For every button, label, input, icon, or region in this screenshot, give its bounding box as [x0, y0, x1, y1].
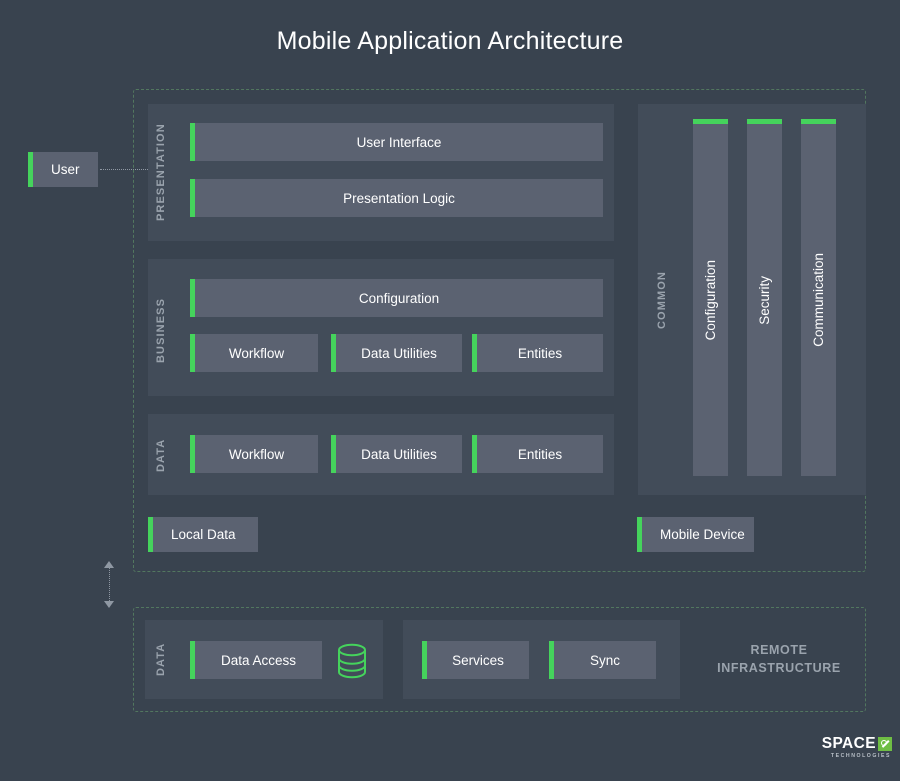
- box-services[interactable]: Services: [422, 641, 529, 679]
- box-mobile-device[interactable]: Mobile Device: [637, 517, 754, 552]
- zone-connector-arrow-up: [104, 561, 114, 568]
- box-data-data-utilities-label: Data Utilities: [361, 446, 437, 462]
- box-mobile-device-label: Mobile Device: [660, 527, 745, 542]
- box-data-data-utilities[interactable]: Data Utilities: [331, 435, 462, 473]
- box-user-interface-label: User Interface: [356, 134, 442, 150]
- box-data-access-label: Data Access: [220, 652, 297, 668]
- box-data-entities[interactable]: Entities: [472, 435, 603, 473]
- layer-caption-remote-data: DATA: [155, 642, 167, 676]
- zone-connector-arrow-down: [104, 601, 114, 608]
- box-data-workflow[interactable]: Workflow: [190, 435, 318, 473]
- box-business-data-utilities[interactable]: Data Utilities: [331, 334, 462, 372]
- remote-infrastructure-zone: [133, 607, 866, 712]
- box-user-interface[interactable]: User Interface: [190, 123, 603, 161]
- box-data-workflow-label: Workflow: [228, 446, 285, 462]
- box-presentation-logic[interactable]: Presentation Logic: [190, 179, 603, 217]
- box-data-access[interactable]: Data Access: [190, 641, 322, 679]
- box-business-configuration[interactable]: Configuration: [190, 279, 603, 317]
- actor-user-box[interactable]: User: [28, 152, 98, 187]
- common-column-security-label: Security: [757, 275, 772, 325]
- box-business-configuration-label: Configuration: [358, 290, 440, 306]
- box-services-label: Services: [452, 652, 504, 668]
- common-column-configuration[interactable]: Configuration: [693, 119, 728, 476]
- box-sync-label: Sync: [589, 652, 620, 668]
- box-business-workflow[interactable]: Workflow: [190, 334, 318, 372]
- remote-label-line1: REMOTE: [750, 643, 808, 657]
- database-icon: [338, 643, 366, 679]
- brand-logo: SPACE TECHNOLOGIES: [806, 736, 892, 759]
- layer-caption-business: BUSINESS: [155, 297, 167, 363]
- layer-caption-presentation: PRESENTATION: [155, 123, 167, 222]
- box-business-data-utilities-label: Data Utilities: [361, 345, 437, 361]
- zone-connector-line: [109, 568, 110, 601]
- actor-user-label: User: [51, 162, 80, 177]
- box-local-data[interactable]: Local Data: [148, 517, 258, 552]
- common-column-communication-label: Communication: [811, 253, 826, 347]
- common-column-security[interactable]: Security: [747, 119, 782, 476]
- remote-label-line2: INFRASTRUCTURE: [717, 661, 841, 675]
- box-local-data-label: Local Data: [171, 527, 236, 542]
- box-presentation-logic-label: Presentation Logic: [343, 190, 455, 206]
- brand-tagline: TECHNOLOGIES: [830, 753, 891, 759]
- brand-name: SPACE: [821, 735, 876, 752]
- box-sync[interactable]: Sync: [549, 641, 656, 679]
- user-to-app-connector: [100, 169, 158, 170]
- box-business-entities-label: Entities: [517, 345, 563, 361]
- remote-infrastructure-label: REMOTE INFRASTRUCTURE: [690, 641, 868, 677]
- box-business-entities[interactable]: Entities: [472, 334, 603, 372]
- layer-caption-data: DATA: [155, 438, 167, 472]
- box-business-workflow-label: Workflow: [228, 345, 285, 361]
- brand-wordmark: SPACE: [806, 736, 892, 751]
- layer-caption-common: COMMON: [656, 271, 668, 329]
- page-title: Mobile Application Architecture: [276, 27, 624, 55]
- common-column-communication[interactable]: Communication: [801, 119, 836, 476]
- brand-slashed-circle-icon: [878, 736, 892, 751]
- common-column-configuration-label: Configuration: [703, 259, 718, 341]
- box-data-entities-label: Entities: [517, 446, 563, 462]
